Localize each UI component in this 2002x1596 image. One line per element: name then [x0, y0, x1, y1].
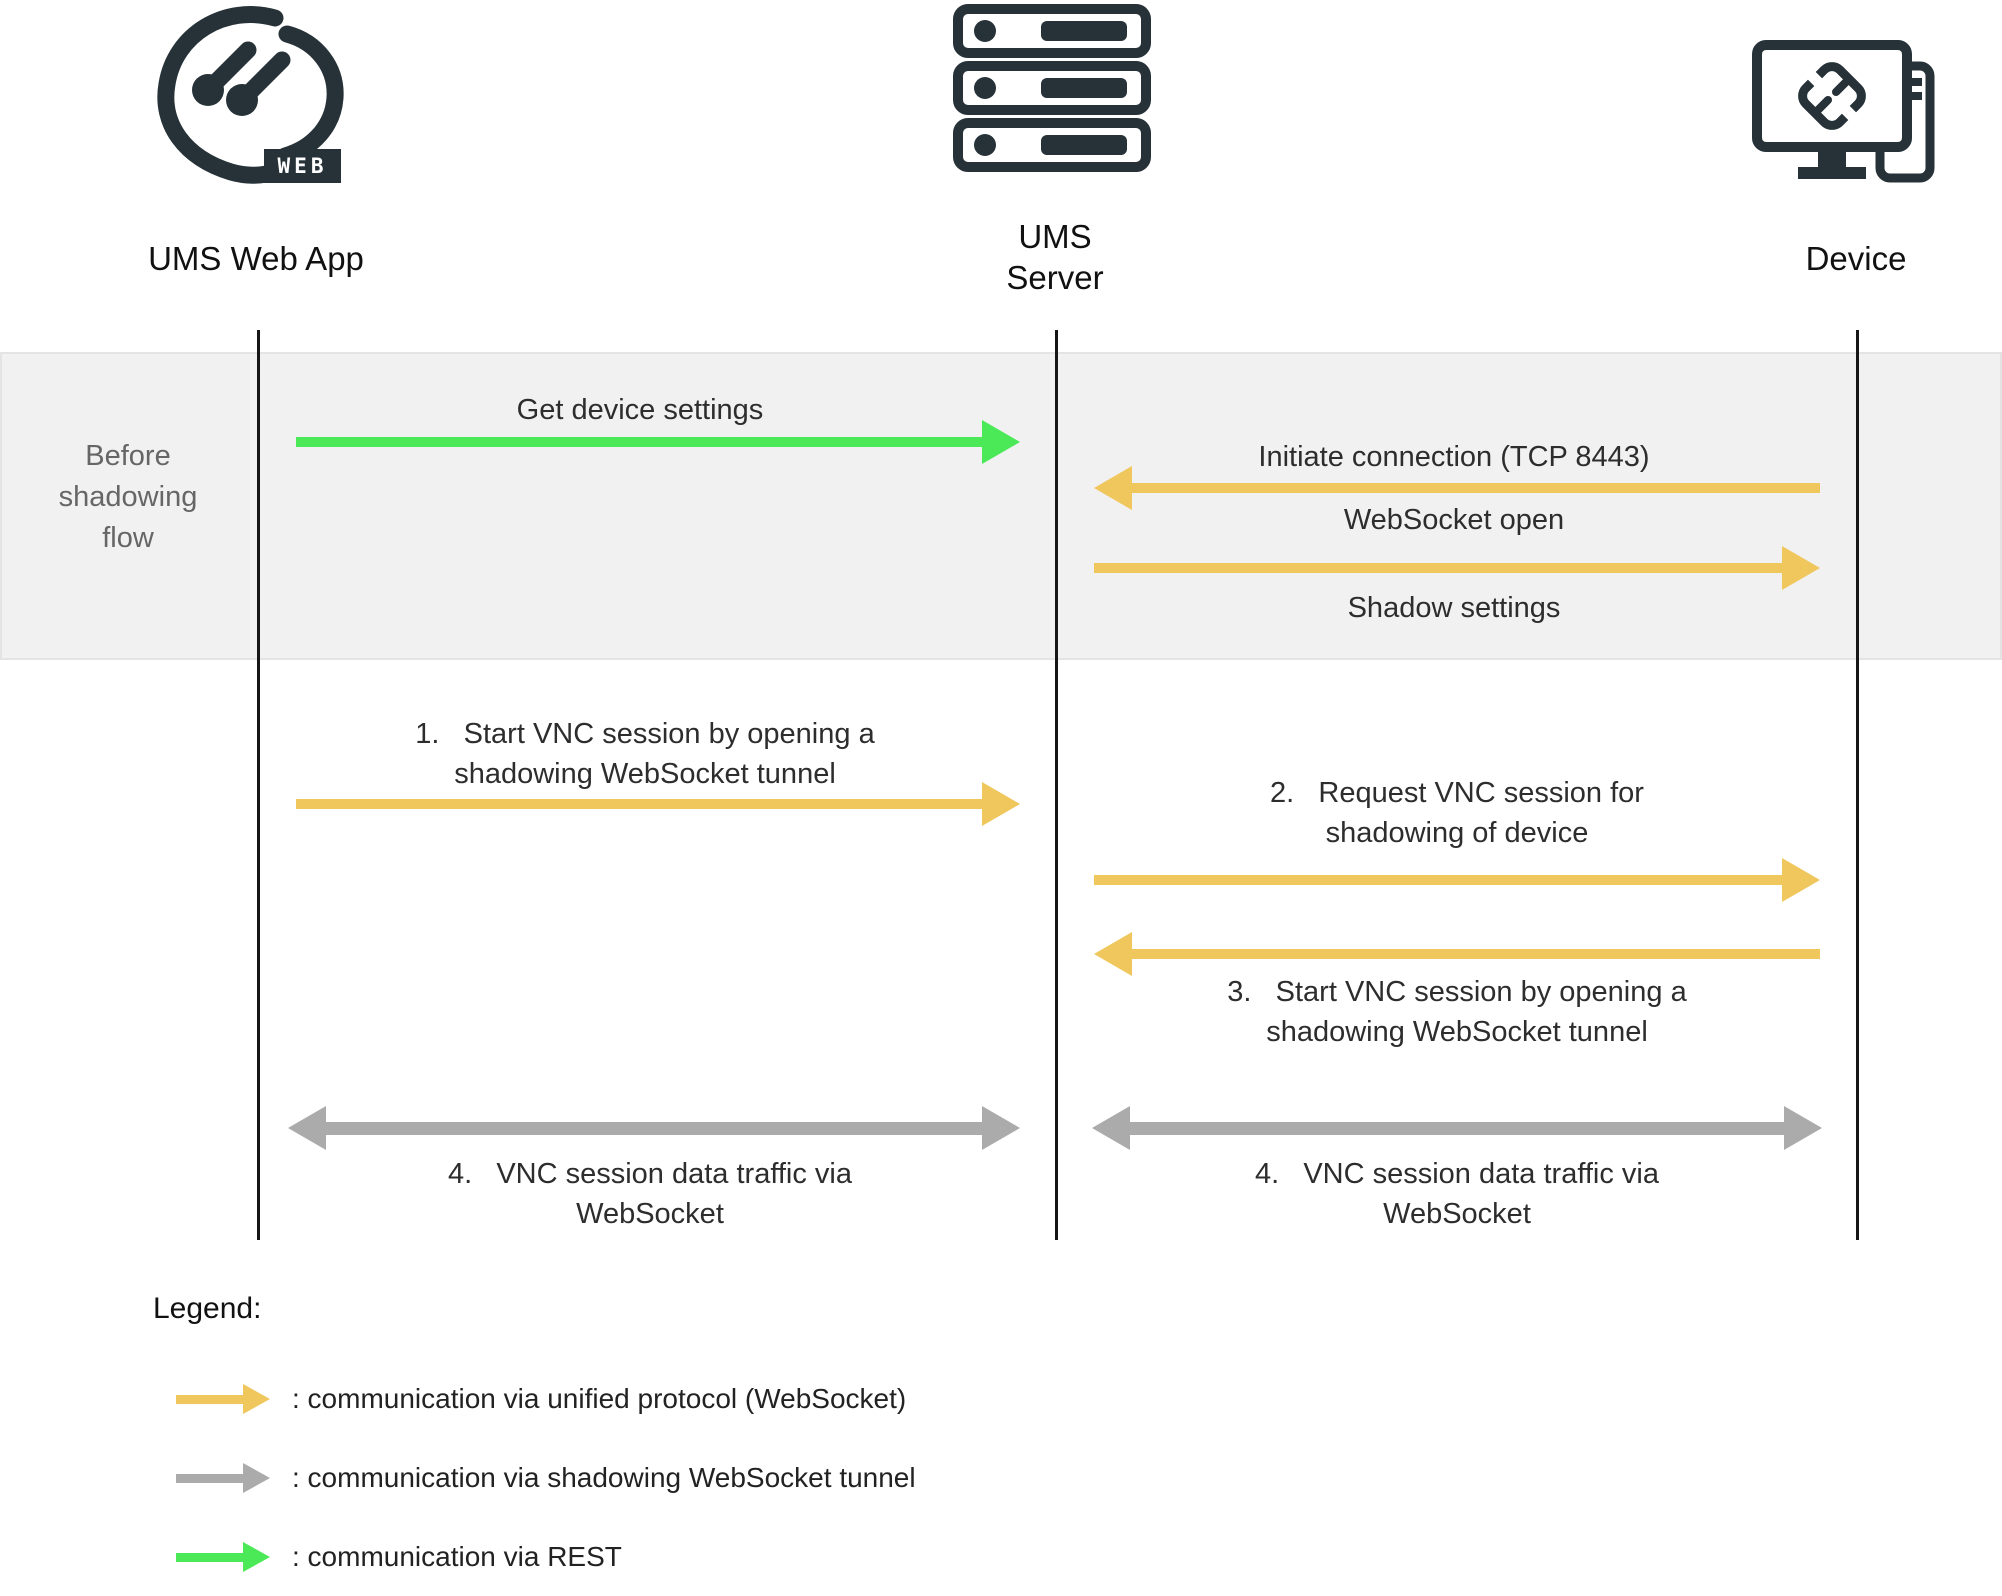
- arrow-shaft: [1094, 875, 1782, 885]
- arrowhead-right-icon: [1782, 858, 1820, 902]
- arrowhead-right-icon: [243, 1542, 270, 1572]
- message-label-step3: 3. Start VNC session by opening a shadow…: [1227, 976, 1687, 1048]
- arrow-device-to-server-initiate: [1094, 466, 1820, 510]
- arrowhead-left-icon: [288, 1106, 326, 1150]
- arrow-step2-server-to-device: [1094, 858, 1820, 902]
- server-stack-icon: [953, 4, 1151, 172]
- before-shadowing-band: [0, 352, 2002, 660]
- lifeline-device: [1856, 330, 1859, 1240]
- legend-label-shadowing-tunnel: : communication via shadowing WebSocket …: [292, 1462, 916, 1493]
- message-label-initiate-connection: Initiate connection (TCP 8443): [1258, 441, 1650, 473]
- legend-green-arrow-icon: [176, 1542, 270, 1572]
- lifeline-ums-web-app: [257, 330, 260, 1240]
- desktop-computer-icon: [1752, 40, 1935, 183]
- legend-title: Legend:: [153, 1292, 262, 1325]
- arrow-shaft: [176, 1394, 243, 1404]
- actor-label-ums-web-app: UMS Web App: [148, 240, 364, 277]
- arrowhead-right-icon: [982, 420, 1020, 464]
- message-label-shadow-settings: Shadow settings: [1347, 592, 1561, 624]
- arrowhead-right-icon: [982, 782, 1020, 826]
- arrow-step1-web-app-to-server: [296, 782, 1020, 826]
- actor-label-device: Device: [1805, 240, 1907, 277]
- message-label-step1: 1. Start VNC session by opening a shadow…: [415, 718, 875, 790]
- actor-label-ums-server: UMS Server: [1006, 218, 1104, 296]
- arrow-shaft: [1132, 483, 1820, 493]
- arrowhead-left-icon: [1094, 932, 1132, 976]
- arrow-shaft: [176, 1473, 243, 1483]
- lifeline-ums-server: [1055, 330, 1058, 1240]
- message-label-step4-left: 4. VNC session data traffic via WebSocke…: [447, 1158, 853, 1230]
- arrow-shaft: [1132, 949, 1820, 959]
- arrowhead-right-icon: [243, 1463, 270, 1493]
- legend-label-unified-protocol: : communication via unified protocol (We…: [292, 1383, 907, 1414]
- message-label-websocket-open: WebSocket open: [1343, 504, 1565, 536]
- arrow-server-to-device-websocket: [1094, 546, 1820, 590]
- arrow-shaft: [176, 1552, 243, 1562]
- arrowhead-right-icon: [1784, 1106, 1822, 1150]
- legend-gray-arrow-icon: [176, 1463, 270, 1493]
- arrow-shaft: [1094, 563, 1782, 573]
- legend-yellow-arrow-icon: [176, 1384, 270, 1414]
- before-shadowing-band-label: Before shadowing flow: [58, 440, 198, 554]
- arrow-step3-device-to-server: [1094, 932, 1820, 976]
- arrowhead-right-icon: [1782, 546, 1820, 590]
- arrowhead-right-icon: [982, 1106, 1020, 1150]
- igel-ums-web-logo-icon: [157, 6, 344, 184]
- arrowhead-left-icon: [1092, 1106, 1130, 1150]
- message-label-step4-right: 4. VNC session data traffic via WebSocke…: [1254, 1158, 1660, 1230]
- arrow-step4-server-device-bidirectional: [1092, 1106, 1822, 1150]
- arrow-step4-web-app-server-bidirectional: [288, 1106, 1020, 1150]
- arrow-shaft: [326, 1121, 982, 1135]
- arrow-shaft: [1130, 1121, 1784, 1135]
- arrowhead-left-icon: [1094, 466, 1132, 510]
- arrow-shaft: [296, 799, 982, 809]
- web-badge: WEB: [264, 149, 341, 183]
- message-label-step2: 2. Request VNC session for shadowing of …: [1270, 777, 1644, 849]
- arrowhead-right-icon: [243, 1384, 270, 1414]
- legend-label-rest: : communication via REST: [292, 1541, 622, 1572]
- arrow-shaft: [296, 437, 982, 447]
- message-label-get-device-settings: Get device settings: [516, 394, 764, 426]
- arrow-web-app-to-server-rest: [296, 420, 1020, 464]
